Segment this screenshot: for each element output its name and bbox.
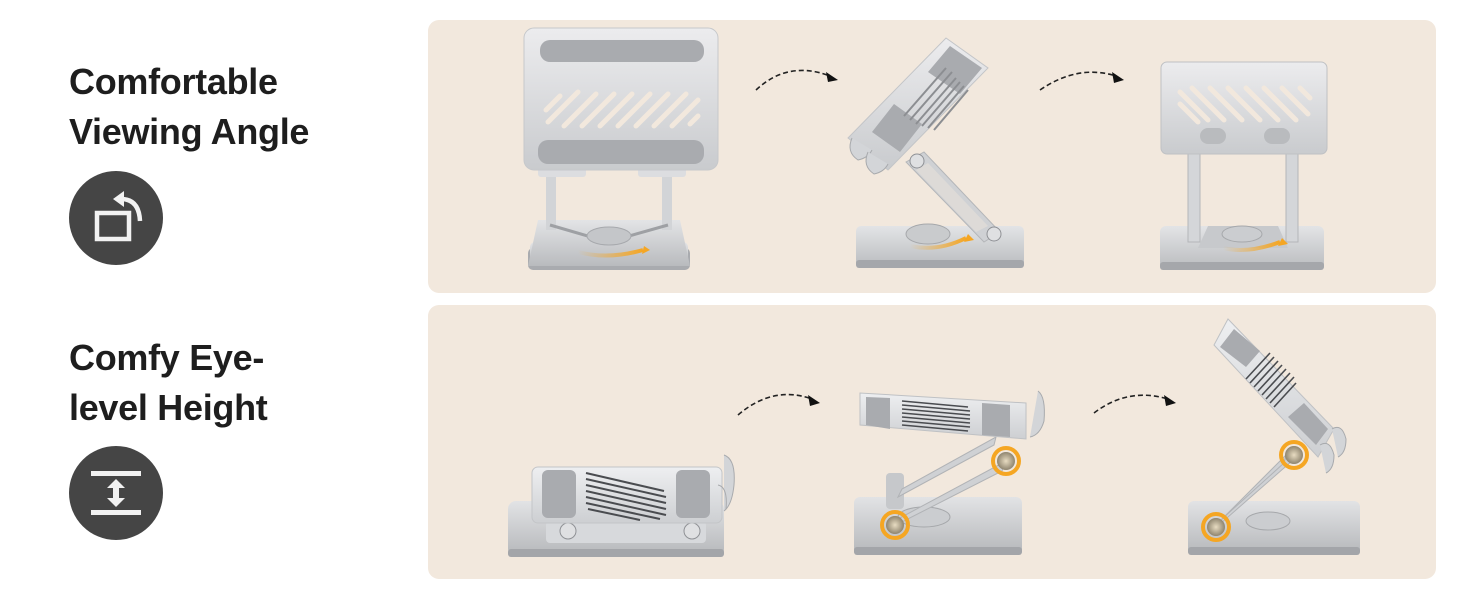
screen-rotation-icon: [69, 171, 163, 265]
stand-side-tilt-view: [847, 37, 1024, 268]
dashed-arrow-icon: [1093, 394, 1176, 414]
feature-title-line: Comfortable: [69, 61, 278, 102]
feature-title-eye-level-height: Comfy Eye- level Height: [69, 333, 268, 433]
feature-title-line: level Height: [69, 387, 268, 428]
stand-mid-height: [854, 390, 1045, 555]
height-arrows-glyph-icon: [91, 471, 141, 515]
stand-rear-view: [1160, 61, 1328, 270]
eye-level-height-illustration: [508, 318, 1360, 557]
dashed-arrow-icon: [755, 69, 838, 91]
feature-title-line: Viewing Angle: [69, 111, 310, 152]
dashed-arrow-icon: [737, 393, 820, 416]
vertical-height-adjust-icon: [69, 446, 163, 540]
feature-title-viewing-angle: Comfortable Viewing Angle: [69, 57, 309, 157]
feature-title-line: Comfy Eye-: [69, 337, 265, 378]
viewing-angle-panel: [428, 20, 1436, 293]
stand-folded-flat: [508, 454, 735, 557]
screen-rotation-glyph-icon: [94, 191, 143, 242]
stand-full-height: [1188, 318, 1360, 555]
dashed-arrow-icon: [1039, 71, 1124, 91]
stand-front-view: [523, 27, 719, 270]
viewing-angle-illustration: [523, 27, 1328, 270]
eye-level-height-panel: [428, 305, 1436, 579]
